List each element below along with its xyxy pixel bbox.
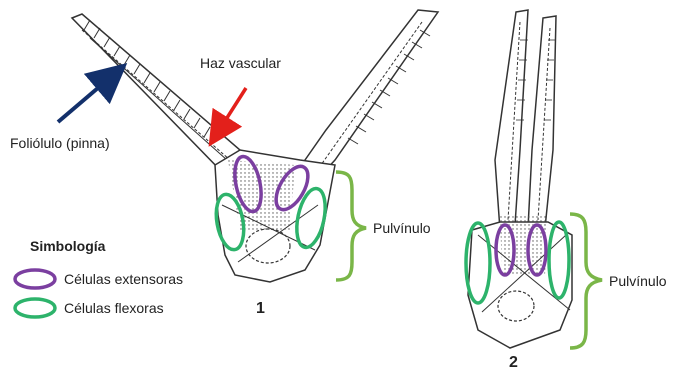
legend-label-flexoras: Células flexoras	[64, 300, 164, 316]
figure-2-structure	[466, 10, 572, 348]
legend-swatch-flexoras	[15, 299, 55, 317]
pulvinulo-label-2: Pulvínulo	[609, 273, 667, 289]
pulvinule-bracket-2	[570, 214, 602, 348]
haz-vascular-label: Haz vascular	[200, 55, 281, 71]
foliolulo-label: Foliólulo (pinna)	[10, 135, 110, 151]
pulvinule-bracket-1	[336, 172, 366, 280]
figure-1-number: 1	[256, 300, 265, 318]
pulvinulo-label-1: Pulvínulo	[373, 220, 431, 236]
foliolulo-arrow	[58, 76, 112, 122]
haz-vascular-arrow	[218, 88, 246, 132]
legend-title: Simbología	[30, 238, 105, 254]
figure-1-structure	[72, 10, 438, 282]
figure-2-number: 2	[509, 354, 518, 372]
legend-label-extensoras: Células extensoras	[64, 271, 183, 287]
legend-swatch-extensoras	[15, 270, 55, 288]
